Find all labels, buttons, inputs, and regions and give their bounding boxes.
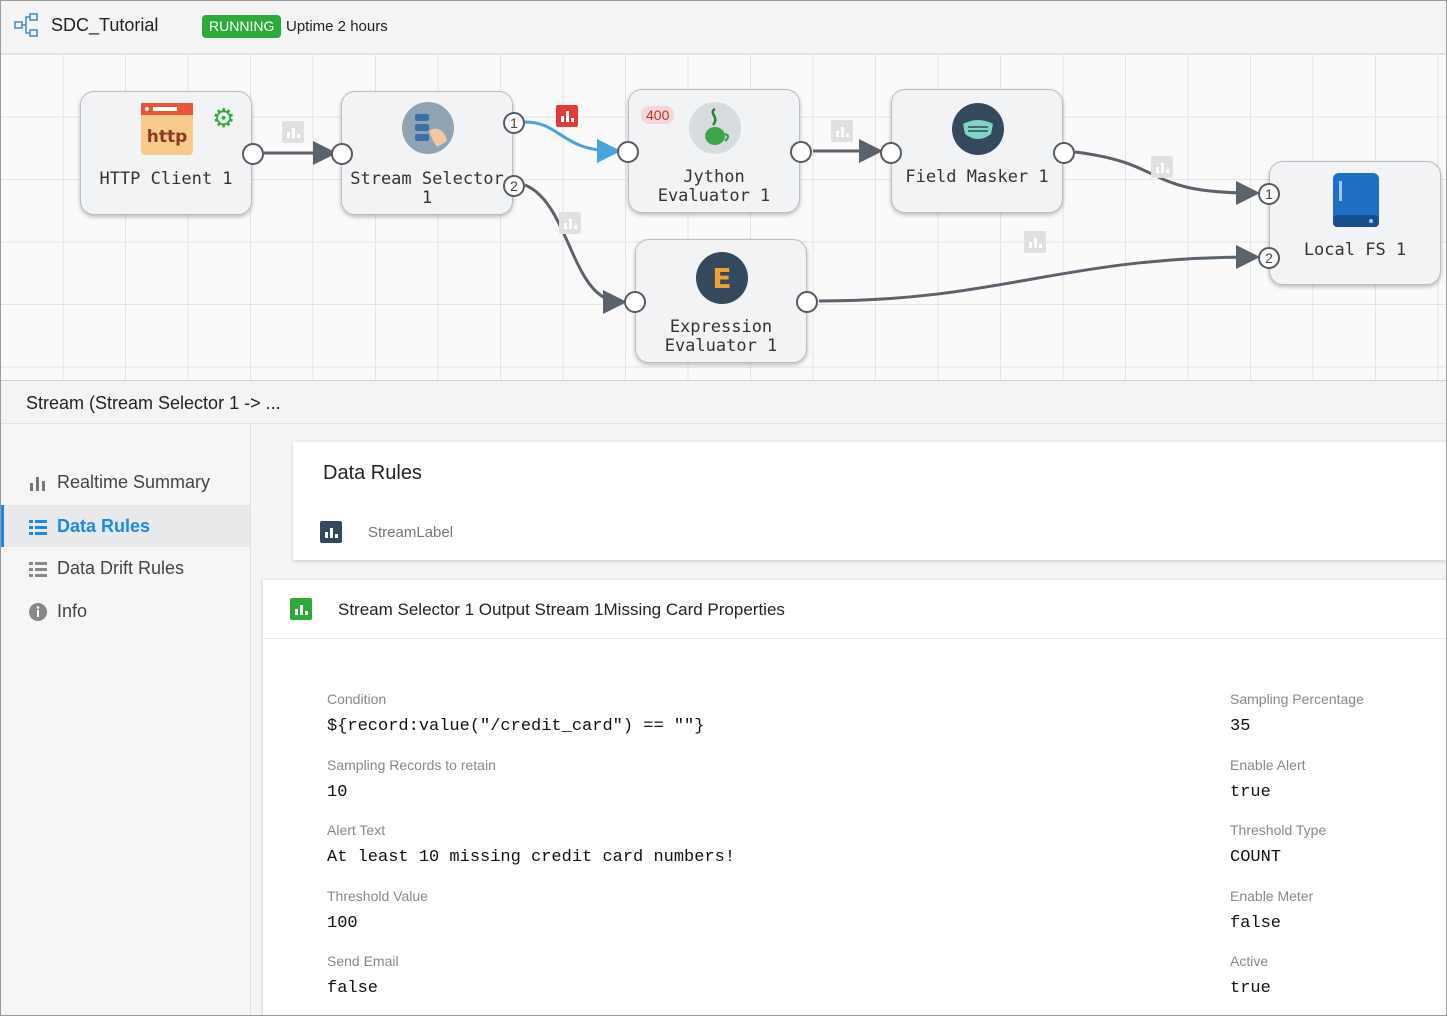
field-value: At least 10 missing credit card numbers!: [327, 848, 736, 867]
output-port[interactable]: [796, 291, 818, 313]
stream-selector-icon: [402, 102, 454, 154]
node-expression-evaluator[interactable]: E Expression Evaluator 1: [624, 239, 818, 363]
input-port[interactable]: [624, 291, 646, 313]
field-label: Threshold Type: [1230, 822, 1327, 838]
http-icon: http: [141, 103, 193, 155]
field-label: Enable Alert: [1230, 757, 1306, 773]
stream-title: Stream (Stream Selector 1 -> ...: [26, 393, 281, 413]
field-value: false: [327, 979, 379, 998]
output-port[interactable]: [790, 141, 812, 163]
sidebar-item-label: Realtime Summary: [57, 472, 211, 492]
header: SDC_Tutorial RUNNING Uptime 2 hours: [1, 1, 1446, 54]
field-label: Sampling Percentage: [1230, 691, 1364, 707]
node-label: Jython: [683, 167, 745, 187]
detail-sidebar: Realtime Summary Data Rules Data Drift R…: [1, 424, 251, 1015]
main-content: Data Rules StreamLabel Stream Selector 1…: [251, 424, 1446, 1015]
stream-label: StreamLabel: [368, 524, 454, 541]
node-http-client[interactable]: http ⚙ HTTP Client 1: [80, 91, 264, 215]
field-label: Threshold Value: [327, 888, 428, 904]
info-icon: [29, 603, 47, 621]
sidebar-item-info[interactable]: Info: [1, 590, 250, 632]
field-label: Condition: [327, 691, 387, 707]
sidebar-item-label: Data Drift Rules: [57, 558, 185, 578]
list-icon: [29, 562, 47, 577]
jython-icon: [689, 102, 741, 154]
svg-text:E: E: [712, 262, 731, 295]
pipeline-icon[interactable]: [13, 11, 41, 39]
field-value: true: [1230, 783, 1271, 802]
link-metrics-icon[interactable]: [1151, 156, 1173, 178]
field-value: ${record:value("/credit_card") == ""}: [327, 717, 705, 736]
output-port-1[interactable]: 1: [503, 112, 525, 134]
node-jython-evaluator[interactable]: 400 Jython Evaluator 1: [617, 89, 812, 213]
bar-chart-icon: [320, 521, 342, 543]
rule-card[interactable]: Stream Selector 1 Output Stream 1Missing…: [263, 580, 1446, 1015]
node-label: Evaluator 1: [664, 336, 778, 356]
input-port[interactable]: [880, 142, 902, 164]
field-value: false: [1230, 914, 1282, 933]
node-label: Evaluator 1: [657, 186, 771, 206]
input-port-2[interactable]: 2: [1258, 247, 1280, 269]
field-value: 35: [1230, 717, 1251, 736]
uptime-text: Uptime 2 hours: [286, 18, 388, 35]
error-count-badge[interactable]: 400: [641, 106, 675, 124]
node-stream-selector[interactable]: Stream Selector 1 1 2: [331, 91, 525, 215]
field-value: 10: [327, 783, 348, 802]
field-label: Send Email: [327, 953, 399, 969]
input-port-1[interactable]: 1: [1258, 183, 1280, 205]
mask-icon: [952, 103, 1004, 155]
input-port[interactable]: [331, 143, 353, 165]
node-label: 1: [421, 188, 433, 208]
link-selector1-to-jython: [524, 120, 621, 163]
sidebar-item-label: Data Rules: [57, 516, 151, 536]
output-port[interactable]: [242, 143, 264, 165]
rule-title: Stream Selector 1 Output Stream 1Missing…: [338, 600, 785, 619]
node-label: Expression: [669, 317, 773, 337]
rule-card-header[interactable]: Stream Selector 1 Output Stream 1Missing…: [263, 580, 1446, 639]
section-title: Data Rules: [323, 462, 422, 484]
data-rules-card: Data Rules StreamLabel: [293, 442, 1446, 560]
status-badge: RUNNING: [202, 15, 282, 38]
pipeline-title: SDC_Tutorial: [51, 15, 159, 35]
detail-pane-header: Stream (Stream Selector 1 -> ...: [1, 381, 1446, 424]
link-metrics-icon[interactable]: [282, 121, 304, 143]
input-port[interactable]: [617, 141, 639, 163]
output-port[interactable]: [1053, 142, 1075, 164]
field-label: Active: [1230, 953, 1269, 969]
active-indicator: [1, 505, 4, 547]
link-metrics-icon[interactable]: [831, 120, 853, 142]
node-label: Field Masker 1: [905, 167, 1049, 187]
link-expression-to-fs: [818, 245, 1260, 303]
node-label: Local FS 1: [1303, 240, 1407, 260]
storage-icon: [1333, 173, 1379, 227]
alert-metrics-icon[interactable]: [556, 105, 578, 127]
field-label: Sampling Records to retain: [327, 757, 496, 773]
field-value: 100: [327, 914, 358, 933]
sidebar-item-data-drift-rules[interactable]: Data Drift Rules: [1, 547, 250, 589]
field-label: Alert Text: [327, 822, 386, 838]
node-field-masker[interactable]: Field Masker 1: [880, 89, 1075, 213]
node-label: HTTP Client 1: [99, 169, 233, 189]
link-metrics-icon[interactable]: [1024, 231, 1046, 253]
expression-icon: E: [696, 252, 748, 304]
sidebar-item-realtime-summary[interactable]: Realtime Summary: [1, 461, 250, 503]
field-value: COUNT: [1230, 848, 1282, 867]
field-label: Enable Meter: [1230, 888, 1314, 904]
list-icon: [29, 520, 47, 535]
bar-chart-icon: [30, 477, 45, 491]
svg-text:http: http: [147, 127, 188, 147]
link-selector2-to-expression: [524, 183, 627, 314]
output-port-2[interactable]: 2: [503, 175, 525, 197]
sidebar-item-label: Info: [57, 601, 88, 621]
link-metrics-icon[interactable]: [559, 212, 581, 234]
sidebar-item-data-rules[interactable]: Data Rules: [1, 505, 250, 547]
bar-chart-icon: [290, 598, 312, 620]
node-label: Stream Selector: [350, 169, 504, 189]
field-value: true: [1230, 979, 1271, 998]
pipeline-canvas[interactable]: http ⚙ HTTP Client 1 Stream Selector 1 1…: [1, 54, 1446, 381]
gear-icon[interactable]: ⚙: [212, 103, 236, 133]
node-local-fs[interactable]: Local FS 1 1 2: [1258, 161, 1441, 285]
